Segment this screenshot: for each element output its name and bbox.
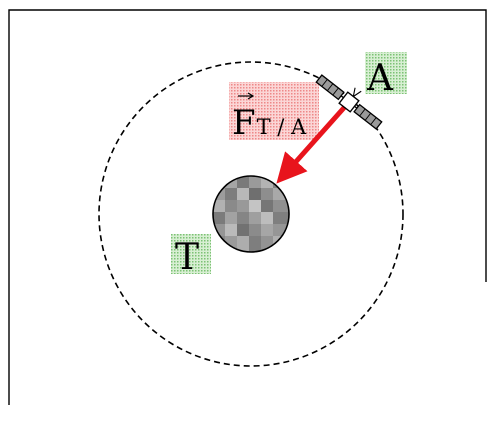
force-subscript: T / A	[257, 115, 307, 139]
earth-label: T	[175, 237, 199, 278]
force-label: FT / A	[232, 92, 307, 143]
satellite-label: A	[366, 58, 394, 99]
satellite-icon	[315, 74, 383, 130]
force-label-highlight	[229, 82, 319, 140]
orbit-circle	[98, 61, 404, 367]
force-symbol: F	[232, 103, 256, 143]
figure-frame	[8, 9, 487, 405]
satellite-label-highlight	[365, 52, 407, 94]
planet-earth	[212, 175, 290, 253]
force-arrow	[276, 99, 352, 184]
earth-label-highlight	[171, 234, 211, 274]
svg-text:FT / A: FT / A	[232, 103, 307, 143]
